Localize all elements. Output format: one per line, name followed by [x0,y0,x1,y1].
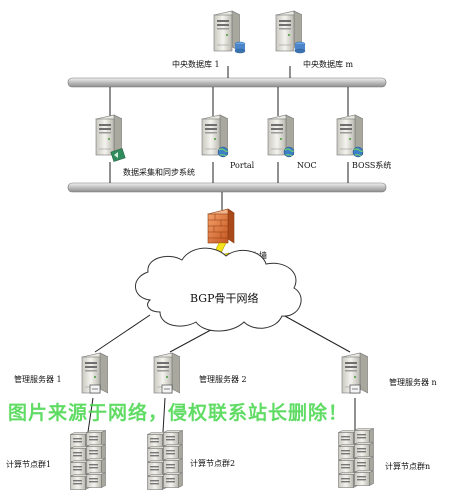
connection-lines [87,66,356,433]
compute-cluster-n-label: 计算节点群n [385,461,430,471]
compute-cluster-2-label: 计算节点群2 [190,458,235,468]
boss-server: BOSS系统 [336,114,391,170]
bgp-backbone-cloud: BGP骨干网络 [135,247,302,332]
management-server-n-label: 管理服务器 n [389,377,437,387]
globe-icon [217,146,229,158]
central-database-m-label: 中央数据库 m [303,59,354,69]
bgp-backbone-label: BGP骨干网络 [190,291,258,305]
central-database-1-label: 中央数据库 1 [172,59,220,69]
middle-network-bus [67,182,387,193]
data-collection-sync-server: 数据采集和同步系统 [95,114,195,177]
central-database-1: 中央数据库 1 [172,10,246,69]
compute-cluster-1: 计算节点群1 [6,430,106,490]
watermark-text: 图片来源于网络，侵权联系站长删除！ [8,401,348,424]
management-server-1-label: 管理服务器 1 [14,374,62,384]
central-database-m: 中央数据库 m [275,10,354,69]
boss-label: BOSS系统 [352,160,391,170]
database-icon [234,41,246,54]
switch-icon [161,384,173,394]
top-network-bus [67,77,387,88]
portal-server: Portal [201,114,255,170]
noc-server: NOC [267,114,317,170]
management-server-1: 管理服务器 1 [14,352,108,394]
management-server-n: 管理服务器 n [341,352,437,394]
management-server-2: 管理服务器 2 [153,352,247,394]
management-server-2-label: 管理服务器 2 [199,374,247,384]
switch-icon [349,384,361,394]
noc-label: NOC [297,161,317,170]
globe-icon [352,146,364,158]
portal-label: Portal [230,161,255,170]
database-icon [294,41,306,54]
data-collection-sync-label: 数据采集和同步系统 [123,167,195,177]
firewall-icon [207,208,235,244]
compute-cluster-1-label: 计算节点群1 [6,459,51,469]
globe-icon [283,146,295,158]
switch-icon [89,384,101,394]
compute-cluster-2: 计算节点群2 [147,430,235,490]
sync-icon [110,148,126,162]
compute-cluster-n: 计算节点群n [338,428,430,488]
